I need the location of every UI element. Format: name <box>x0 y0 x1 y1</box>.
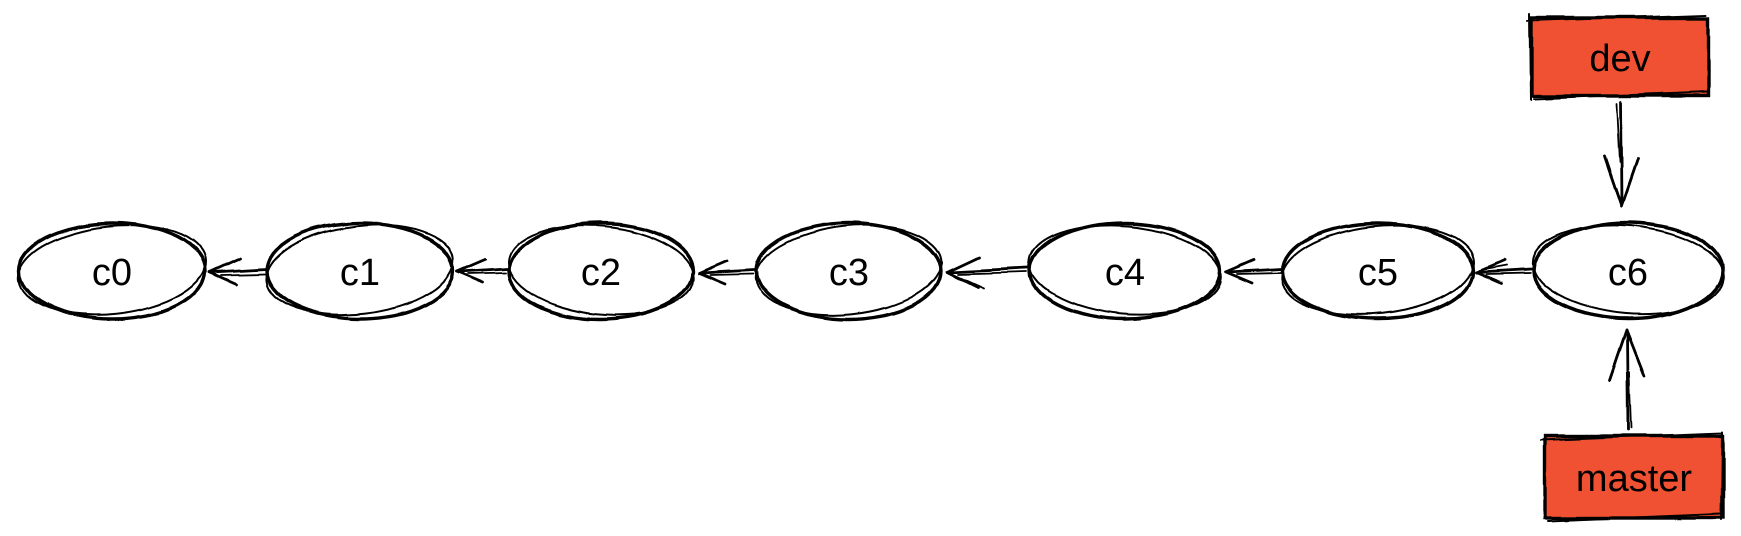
edge-c1-c0 <box>207 256 269 286</box>
commit-label-c5: c5 <box>1358 252 1398 294</box>
edge-c3-c2 <box>697 259 757 286</box>
commit-label-c4: c4 <box>1105 252 1145 294</box>
commit-label-c2: c2 <box>581 252 621 294</box>
branch-box-dev-rect <box>1532 18 1708 96</box>
commit-label-c1: c1 <box>340 252 380 294</box>
edge-c2-c1 <box>455 258 509 285</box>
commit-node-c4 <box>1028 221 1222 321</box>
commit-node-c2 <box>507 221 695 321</box>
commit-node-c6 <box>1531 221 1725 321</box>
branch-box-dev <box>1527 13 1710 101</box>
commit-node-c0 <box>17 221 207 321</box>
branch-box-master <box>1540 431 1725 522</box>
branch-label-master: master <box>1576 458 1692 500</box>
commit-label-c3: c3 <box>829 252 869 294</box>
commit-node-c1 <box>265 221 455 321</box>
edge-dev-c6 <box>1603 100 1640 208</box>
branch-box-master-rect <box>1545 436 1723 518</box>
commit-node-c3 <box>755 221 943 321</box>
commit-node-c5 <box>1281 221 1475 321</box>
edge-c4-c3 <box>945 255 1030 289</box>
commit-label-c0: c0 <box>92 252 132 294</box>
edge-c6-c5 <box>1474 258 1533 285</box>
edge-c5-c4 <box>1224 258 1284 285</box>
edge-master-c6 <box>1607 328 1646 432</box>
commit-label-c6: c6 <box>1608 252 1648 294</box>
branch-label-dev: dev <box>1589 38 1650 80</box>
